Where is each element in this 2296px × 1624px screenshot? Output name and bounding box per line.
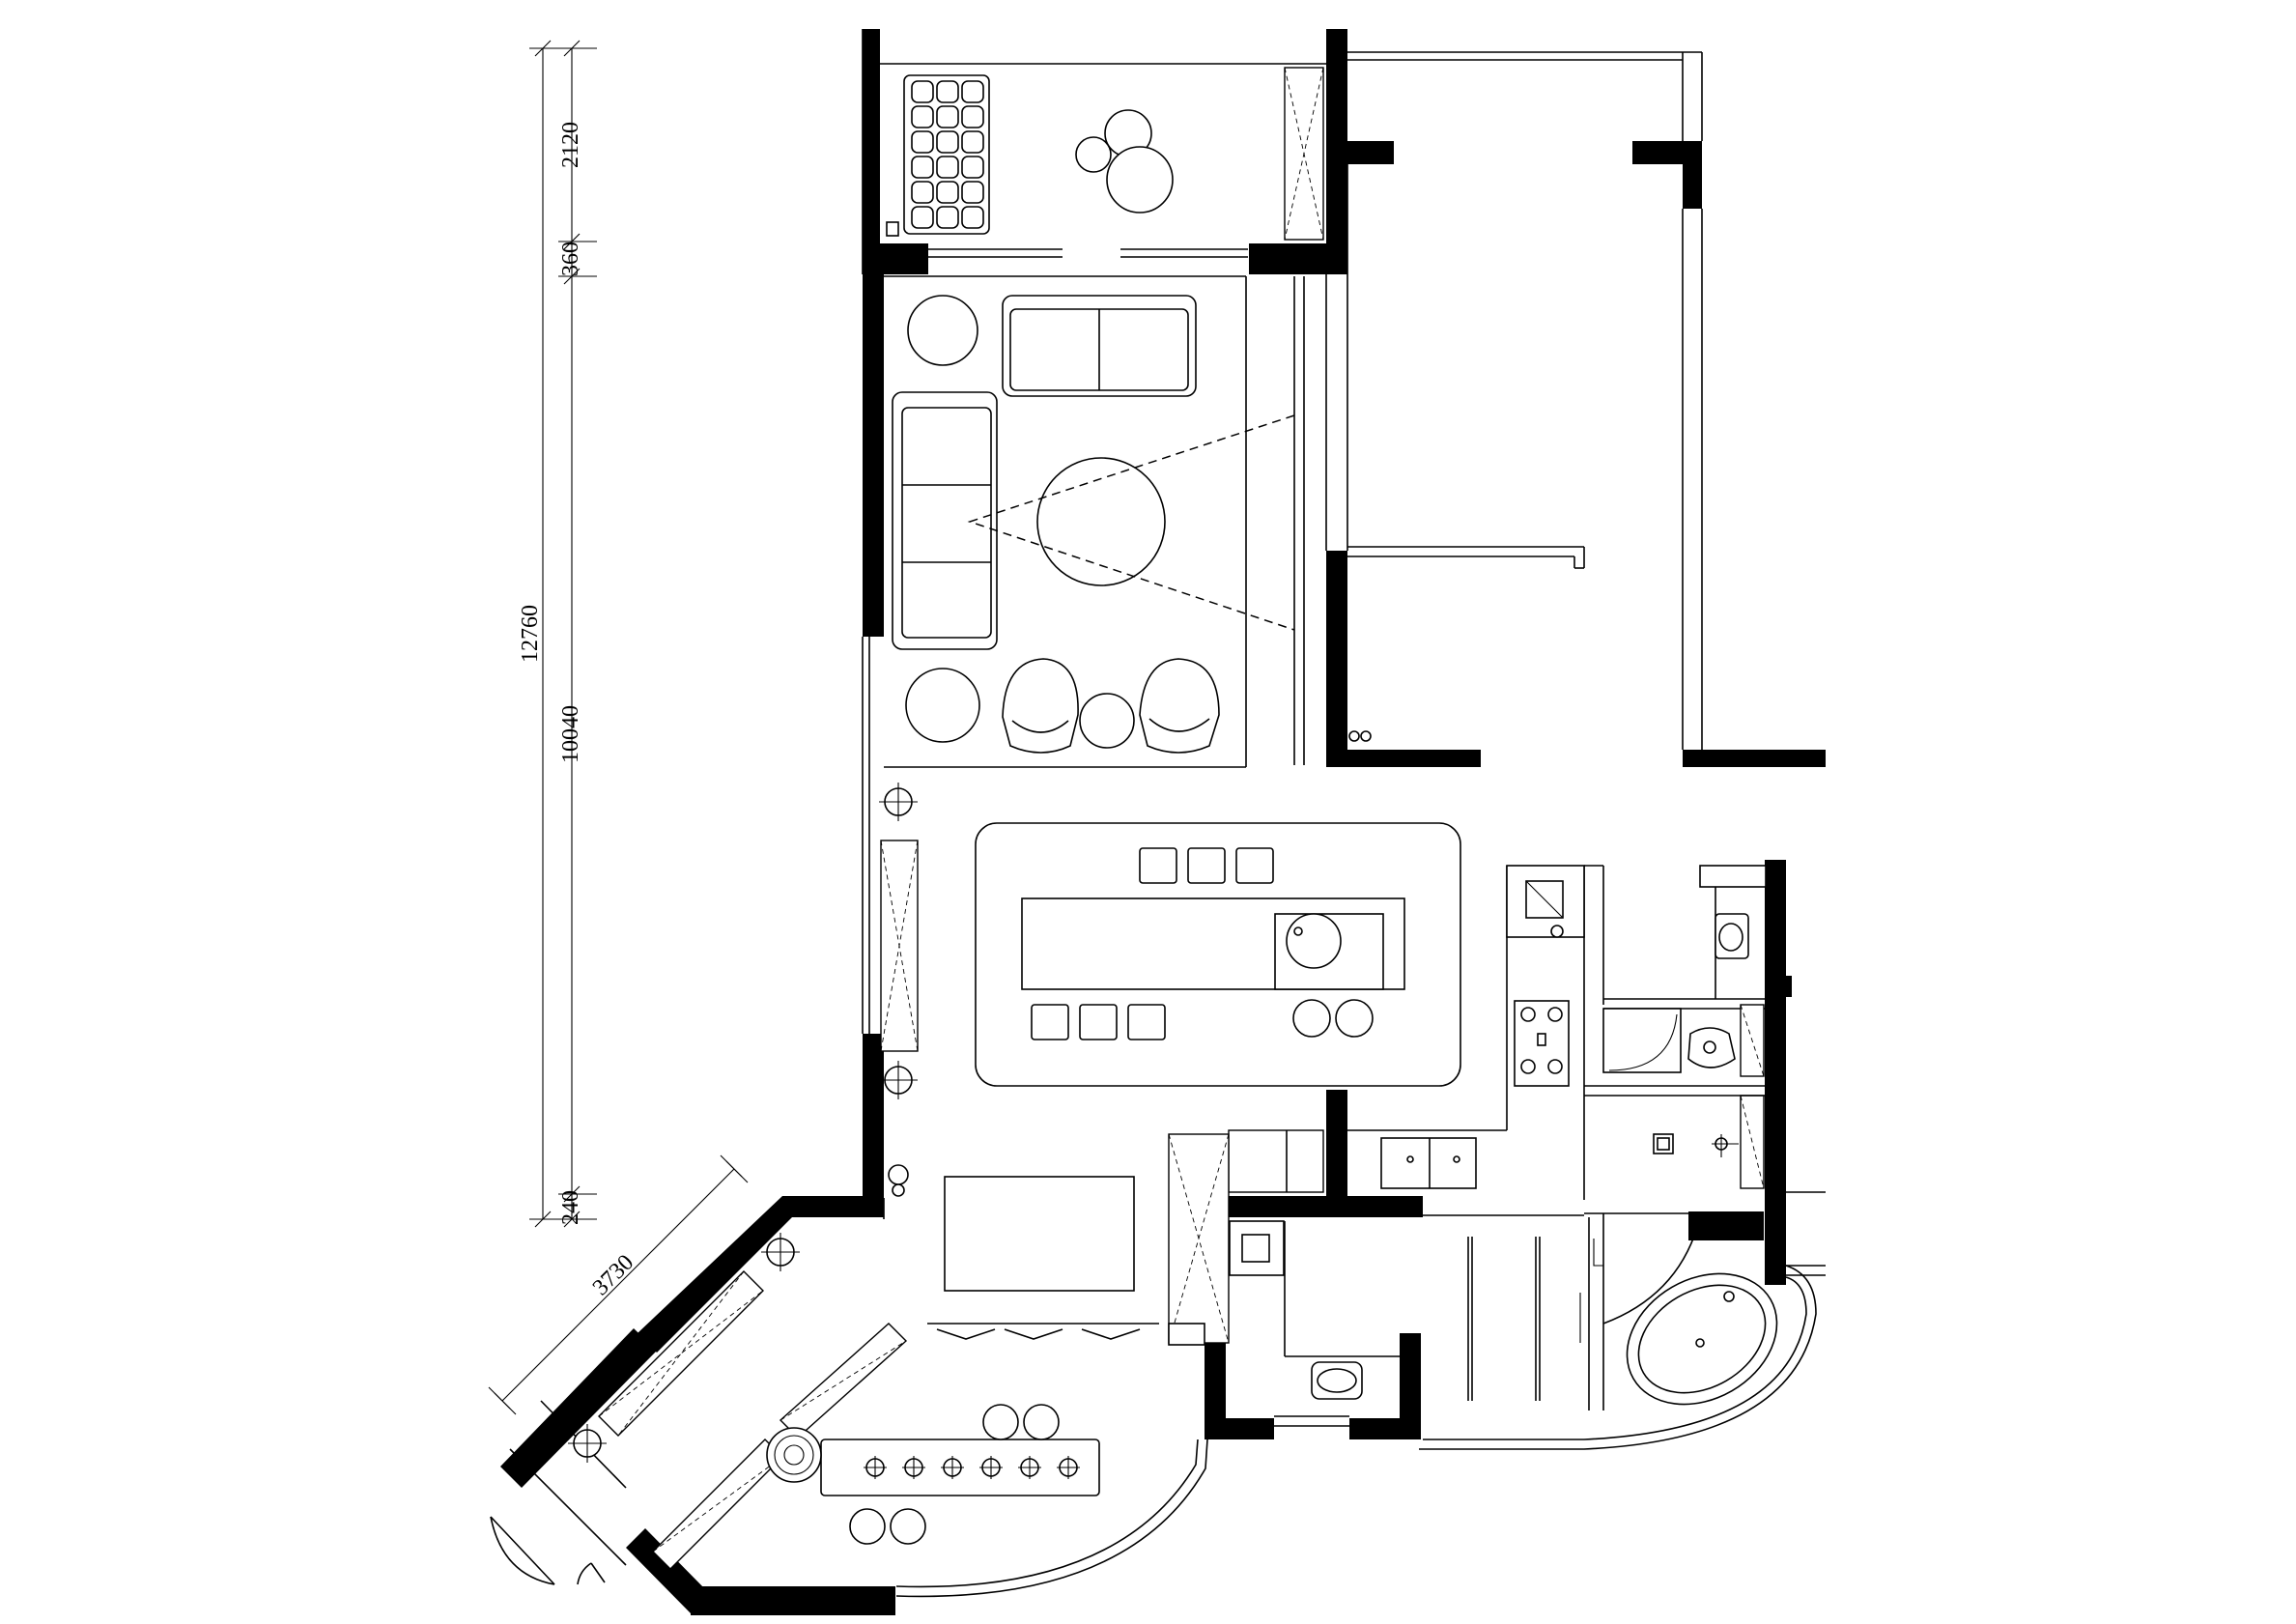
bar-stool xyxy=(1023,1404,1060,1440)
dim-main: 10040 xyxy=(558,705,583,763)
cushion xyxy=(936,181,959,204)
lounge-chair-right xyxy=(1139,658,1220,754)
round-table-cluster xyxy=(1075,109,1174,214)
living-room xyxy=(862,275,1295,1034)
cushion xyxy=(961,105,984,128)
chair-cushion-grid xyxy=(903,74,990,235)
sink-icon xyxy=(1286,913,1342,969)
cushion xyxy=(961,80,984,103)
cushion xyxy=(961,156,984,179)
side-table xyxy=(907,295,978,366)
right-room-outline xyxy=(1293,51,1703,765)
dim-upper-gap: 360 xyxy=(558,242,583,276)
squat-toilet-icon xyxy=(1687,1027,1736,1068)
cushion xyxy=(911,80,934,103)
basin-icon xyxy=(1718,923,1743,952)
dining-area xyxy=(879,783,1461,1099)
plant-icon xyxy=(766,1427,822,1483)
basin-icon xyxy=(1317,1368,1357,1393)
dim-diagonal: 3730 xyxy=(588,1250,638,1300)
entry-rug xyxy=(944,1176,1135,1292)
dim-bottom: 240 xyxy=(558,1190,583,1225)
cushion xyxy=(911,181,934,204)
cushion xyxy=(936,130,959,154)
dim-top: 2120 xyxy=(558,122,583,168)
cushion xyxy=(911,130,934,154)
cushion xyxy=(936,105,959,128)
cushion xyxy=(961,181,984,204)
cushion xyxy=(911,156,934,179)
cushion xyxy=(936,80,959,103)
double-sink-icon xyxy=(1380,1137,1477,1189)
two-seat-sofa xyxy=(1002,295,1197,397)
kitchen xyxy=(1168,865,1585,1346)
bathrooms xyxy=(1419,865,1826,1450)
coffee-table xyxy=(1036,457,1166,586)
cushion xyxy=(961,206,984,229)
bar-stool xyxy=(849,1508,886,1545)
lounge-chair-left xyxy=(1002,658,1079,754)
three-seat-sofa xyxy=(892,391,998,650)
top-balcony xyxy=(862,29,1326,274)
cushion xyxy=(961,130,984,154)
cushion xyxy=(936,156,959,179)
cushion xyxy=(936,206,959,229)
bar-area xyxy=(490,1164,1208,1598)
cushion xyxy=(911,206,934,229)
walls xyxy=(500,29,1826,1615)
laundry-toilet-room xyxy=(1229,1214,1584,1440)
bar-stool xyxy=(890,1508,926,1545)
cushion xyxy=(911,105,934,128)
dim-total: 12760 xyxy=(518,605,543,663)
vertical-dimension-chain: 12760 2120 360 10040 240 xyxy=(518,40,597,1228)
bar-stool xyxy=(982,1404,1019,1440)
tv-viewing-cone xyxy=(967,414,1295,631)
bathtub-icon xyxy=(1626,1272,1778,1406)
